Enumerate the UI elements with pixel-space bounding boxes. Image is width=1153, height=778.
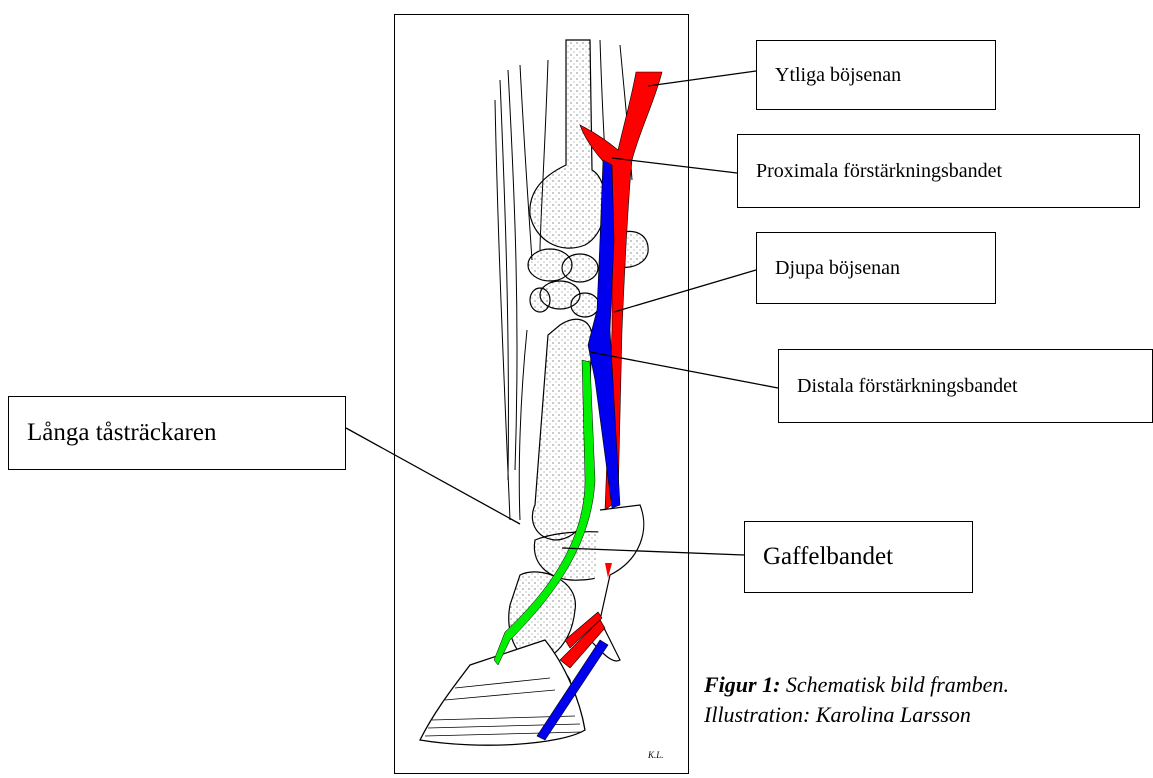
label-text: Gaffelbandet [763,543,893,571]
label-distala-forstarkningsbandet: Distala förstärkningsbandet [778,349,1153,423]
figure-number: Figur 1: [704,672,780,697]
label-gaffelbandet: Gaffelbandet [744,521,973,593]
figure-credit: Illustration: Karolina Larsson [704,700,1009,730]
artist-signature: K.L. [647,750,664,760]
figure-caption: Figur 1: Schematisk bild framben. Illust… [704,670,1009,730]
label-text: Långa tåsträckaren [27,419,216,447]
label-text: Proximala förstärkningsbandet [756,160,1002,183]
label-text: Djupa böjsenan [775,257,900,280]
label-langa-tastrackaren: Långa tåsträckaren [8,396,346,470]
label-ytliga-bojsenan: Ytliga böjsenan [756,40,996,110]
label-djupa-bojsenan: Djupa böjsenan [756,232,996,304]
label-text: Distala förstärkningsbandet [797,375,1018,398]
label-proximala-forstarkningsbandet: Proximala förstärkningsbandet [737,134,1140,208]
label-text: Ytliga böjsenan [775,64,901,87]
carpal-bones [528,231,648,317]
figure-title: Schematisk bild framben. [786,672,1009,697]
